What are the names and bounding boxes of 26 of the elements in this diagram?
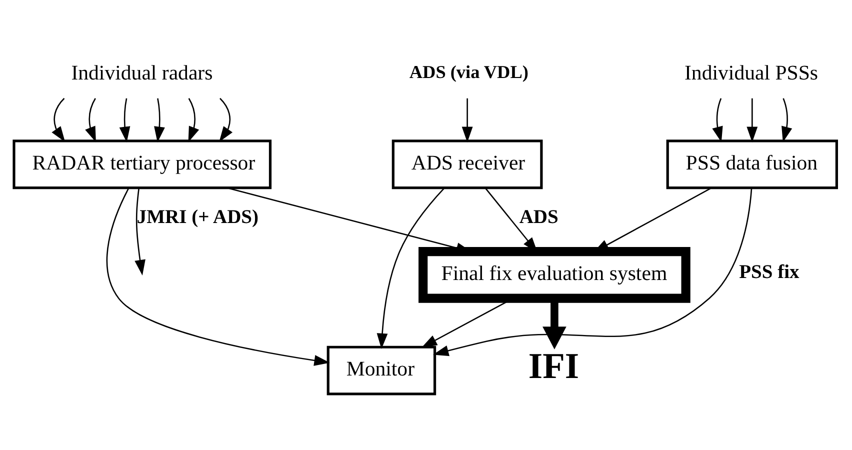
node-text: IFI	[528, 346, 580, 386]
arrow	[432, 188, 752, 356]
arrow	[106, 187, 330, 366]
arrow	[782, 98, 792, 142]
arrow	[52, 97, 66, 142]
node-text: Individual PSSs	[684, 60, 818, 84]
arrow	[712, 98, 723, 142]
node-box: RADAR tertiary processor	[12, 139, 272, 189]
edge-label: ADS	[519, 206, 558, 228]
edge-label: JMRI (+ ADS)	[136, 206, 259, 228]
arrow	[188, 98, 200, 142]
arrow	[119, 98, 130, 142]
node-box: ADS receiver	[392, 139, 543, 189]
arrow	[219, 97, 233, 142]
arrow	[134, 187, 146, 275]
node-box: Final fix evaluation system	[418, 246, 690, 302]
node-box: PSS data fusion	[666, 139, 838, 189]
edge-label: PSS fix	[739, 262, 800, 283]
node-text: Individual radars	[71, 60, 213, 84]
node-text: ADS (via VDL)	[409, 62, 528, 82]
arrow	[462, 98, 473, 142]
arrow	[85, 98, 96, 142]
arrow	[154, 98, 165, 142]
node-box: Monitor	[326, 345, 436, 395]
arrow	[746, 98, 758, 142]
arrow	[376, 186, 445, 348]
